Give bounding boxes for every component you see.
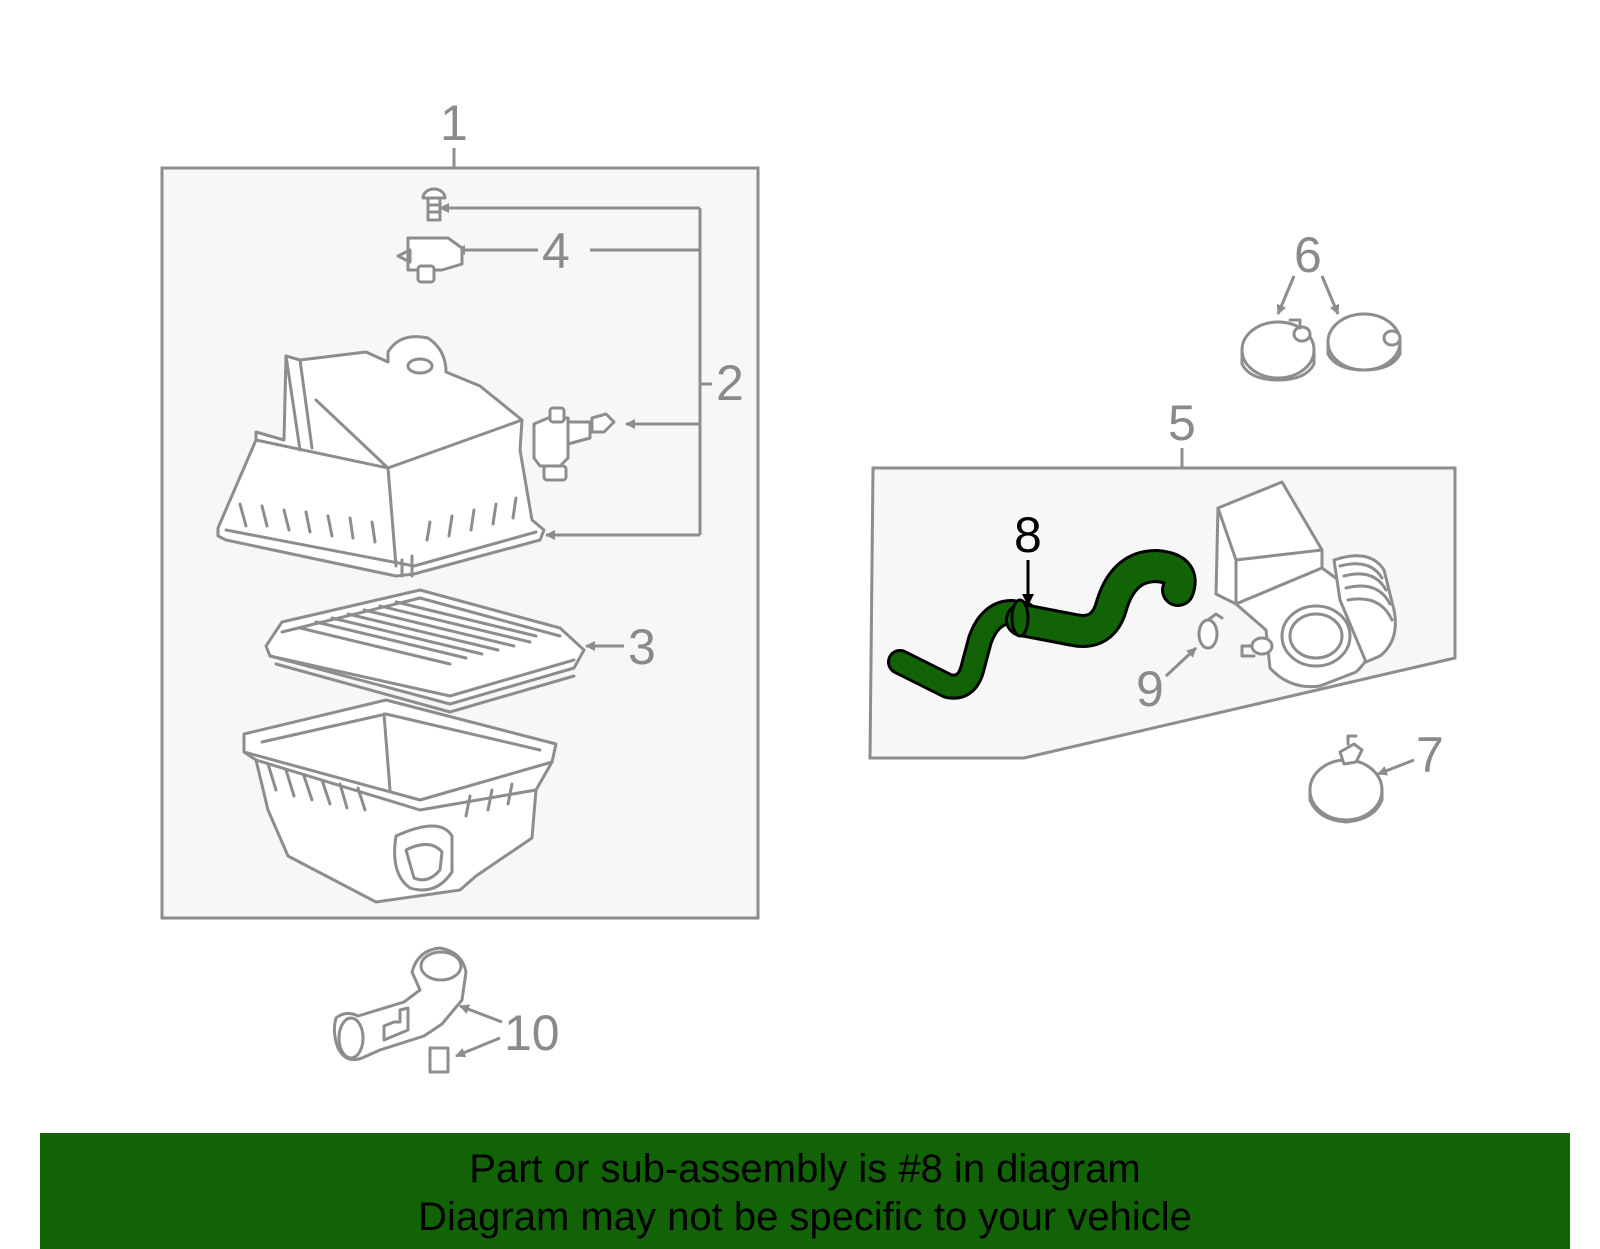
callout-10: 10 xyxy=(504,1005,560,1061)
callout-4: 4 xyxy=(542,223,570,279)
banner-line-1: Part or sub-assembly is #8 in diagram xyxy=(469,1147,1141,1191)
callout-5: 5 xyxy=(1168,395,1196,451)
callout-2: 2 xyxy=(716,355,744,411)
filter-element-part xyxy=(264,588,586,714)
clamp-part-6a xyxy=(1240,318,1316,382)
lower-case-part xyxy=(242,698,558,904)
intake-hose-assembly-group: 5 8 9 xyxy=(868,395,1457,760)
banner-line-2: Diagram may not be specific to your vehi… xyxy=(418,1195,1192,1239)
info-banner: Part or sub-assembly is #8 in diagram Di… xyxy=(40,1133,1570,1249)
valve-sensor-part xyxy=(532,406,616,482)
callout-7: 7 xyxy=(1416,727,1444,783)
clamp-part-9 xyxy=(1197,612,1224,650)
sensor-part-4 xyxy=(396,236,464,284)
clamp-part-7 xyxy=(1308,734,1384,824)
callout-9: 9 xyxy=(1136,661,1164,717)
callout-8: 8 xyxy=(1014,507,1042,563)
callout-1: 1 xyxy=(440,95,468,151)
clamp-part-6b xyxy=(1326,312,1402,372)
screw-part xyxy=(421,187,447,222)
inlet-duct-part-10 xyxy=(332,946,468,1074)
upper-case-part xyxy=(216,335,546,578)
callout-6: 6 xyxy=(1294,227,1322,283)
callout-3: 3 xyxy=(628,619,656,675)
air-cleaner-assembly-group: 1 4 2 xyxy=(160,95,760,920)
hose-part-8-highlighted xyxy=(887,549,1197,700)
resonator-duct-part xyxy=(1214,480,1397,689)
